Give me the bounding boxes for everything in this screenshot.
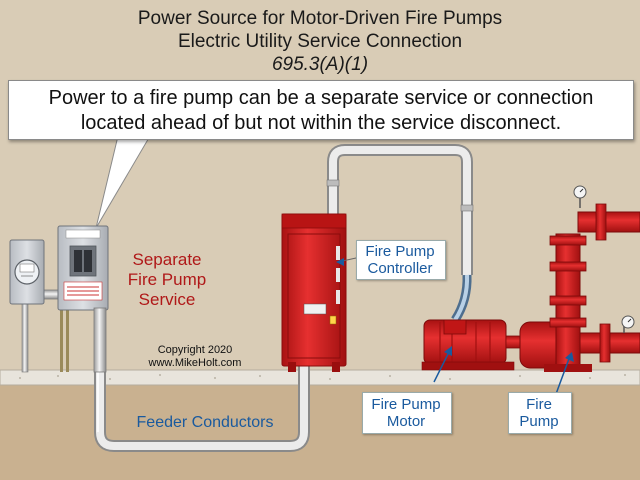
fire-pump <box>519 203 640 372</box>
motor-label-line-2: Motor <box>386 413 426 430</box>
meter-riser <box>21 299 29 373</box>
fire-pump-motor <box>421 319 523 371</box>
pressure-gauge-icon <box>573 185 587 208</box>
disconnect-riser <box>93 307 107 373</box>
copyright-line-2: www.MikeHolt.com <box>148 357 242 369</box>
controller-label-line-1: Fire Pump <box>365 243 435 260</box>
pump-label-line-2: Pump <box>519 413 559 430</box>
slab-texture <box>19 374 626 380</box>
pump-leader <box>555 355 571 395</box>
feeder-conductors-label: Feeder Conductors <box>136 414 274 431</box>
discharge-gauge-icon <box>621 315 635 333</box>
motor-label-line-1: Fire Pump <box>371 396 441 413</box>
service-disconnect <box>57 225 109 311</box>
pump-label-box <box>508 392 572 434</box>
controller-label-box <box>356 240 446 280</box>
motor-leader <box>433 349 451 383</box>
title-line-1: Power Source for Motor-Driven Fire Pumps <box>137 8 503 29</box>
title-line-2: Electric Utility Service Connection <box>177 31 463 52</box>
controller-nameplate <box>303 303 327 315</box>
motor-junction-box <box>443 319 467 335</box>
motor-label-box <box>362 392 452 434</box>
meter-base <box>9 239 45 305</box>
controller-to-motor-conduit <box>326 144 474 275</box>
callout-box: Power to a fire pump can be a separate s… <box>8 80 634 140</box>
controller-label-line-2: Controller <box>367 260 433 277</box>
floor-slab <box>0 369 640 386</box>
service-label-line-1: Separate <box>132 250 202 269</box>
service-label-line-3: Service <box>138 290 196 309</box>
service-label-line-2: Fire Pump <box>127 270 207 289</box>
service-nipple <box>43 289 59 300</box>
pump-label-line-1: Fire <box>526 396 552 413</box>
callout-line-2: located ahead of but not within the serv… <box>80 112 562 134</box>
title-code-reference: 695.3(A)(1) <box>271 54 369 75</box>
ground-rod-lead <box>60 310 63 372</box>
fire-pump-controller <box>281 213 347 372</box>
callout-line-1: Power to a fire pump can be a separate s… <box>48 87 594 109</box>
copyright-line-1: Copyright 2020 <box>157 344 233 356</box>
ground-rod-lead-2 <box>66 310 69 372</box>
